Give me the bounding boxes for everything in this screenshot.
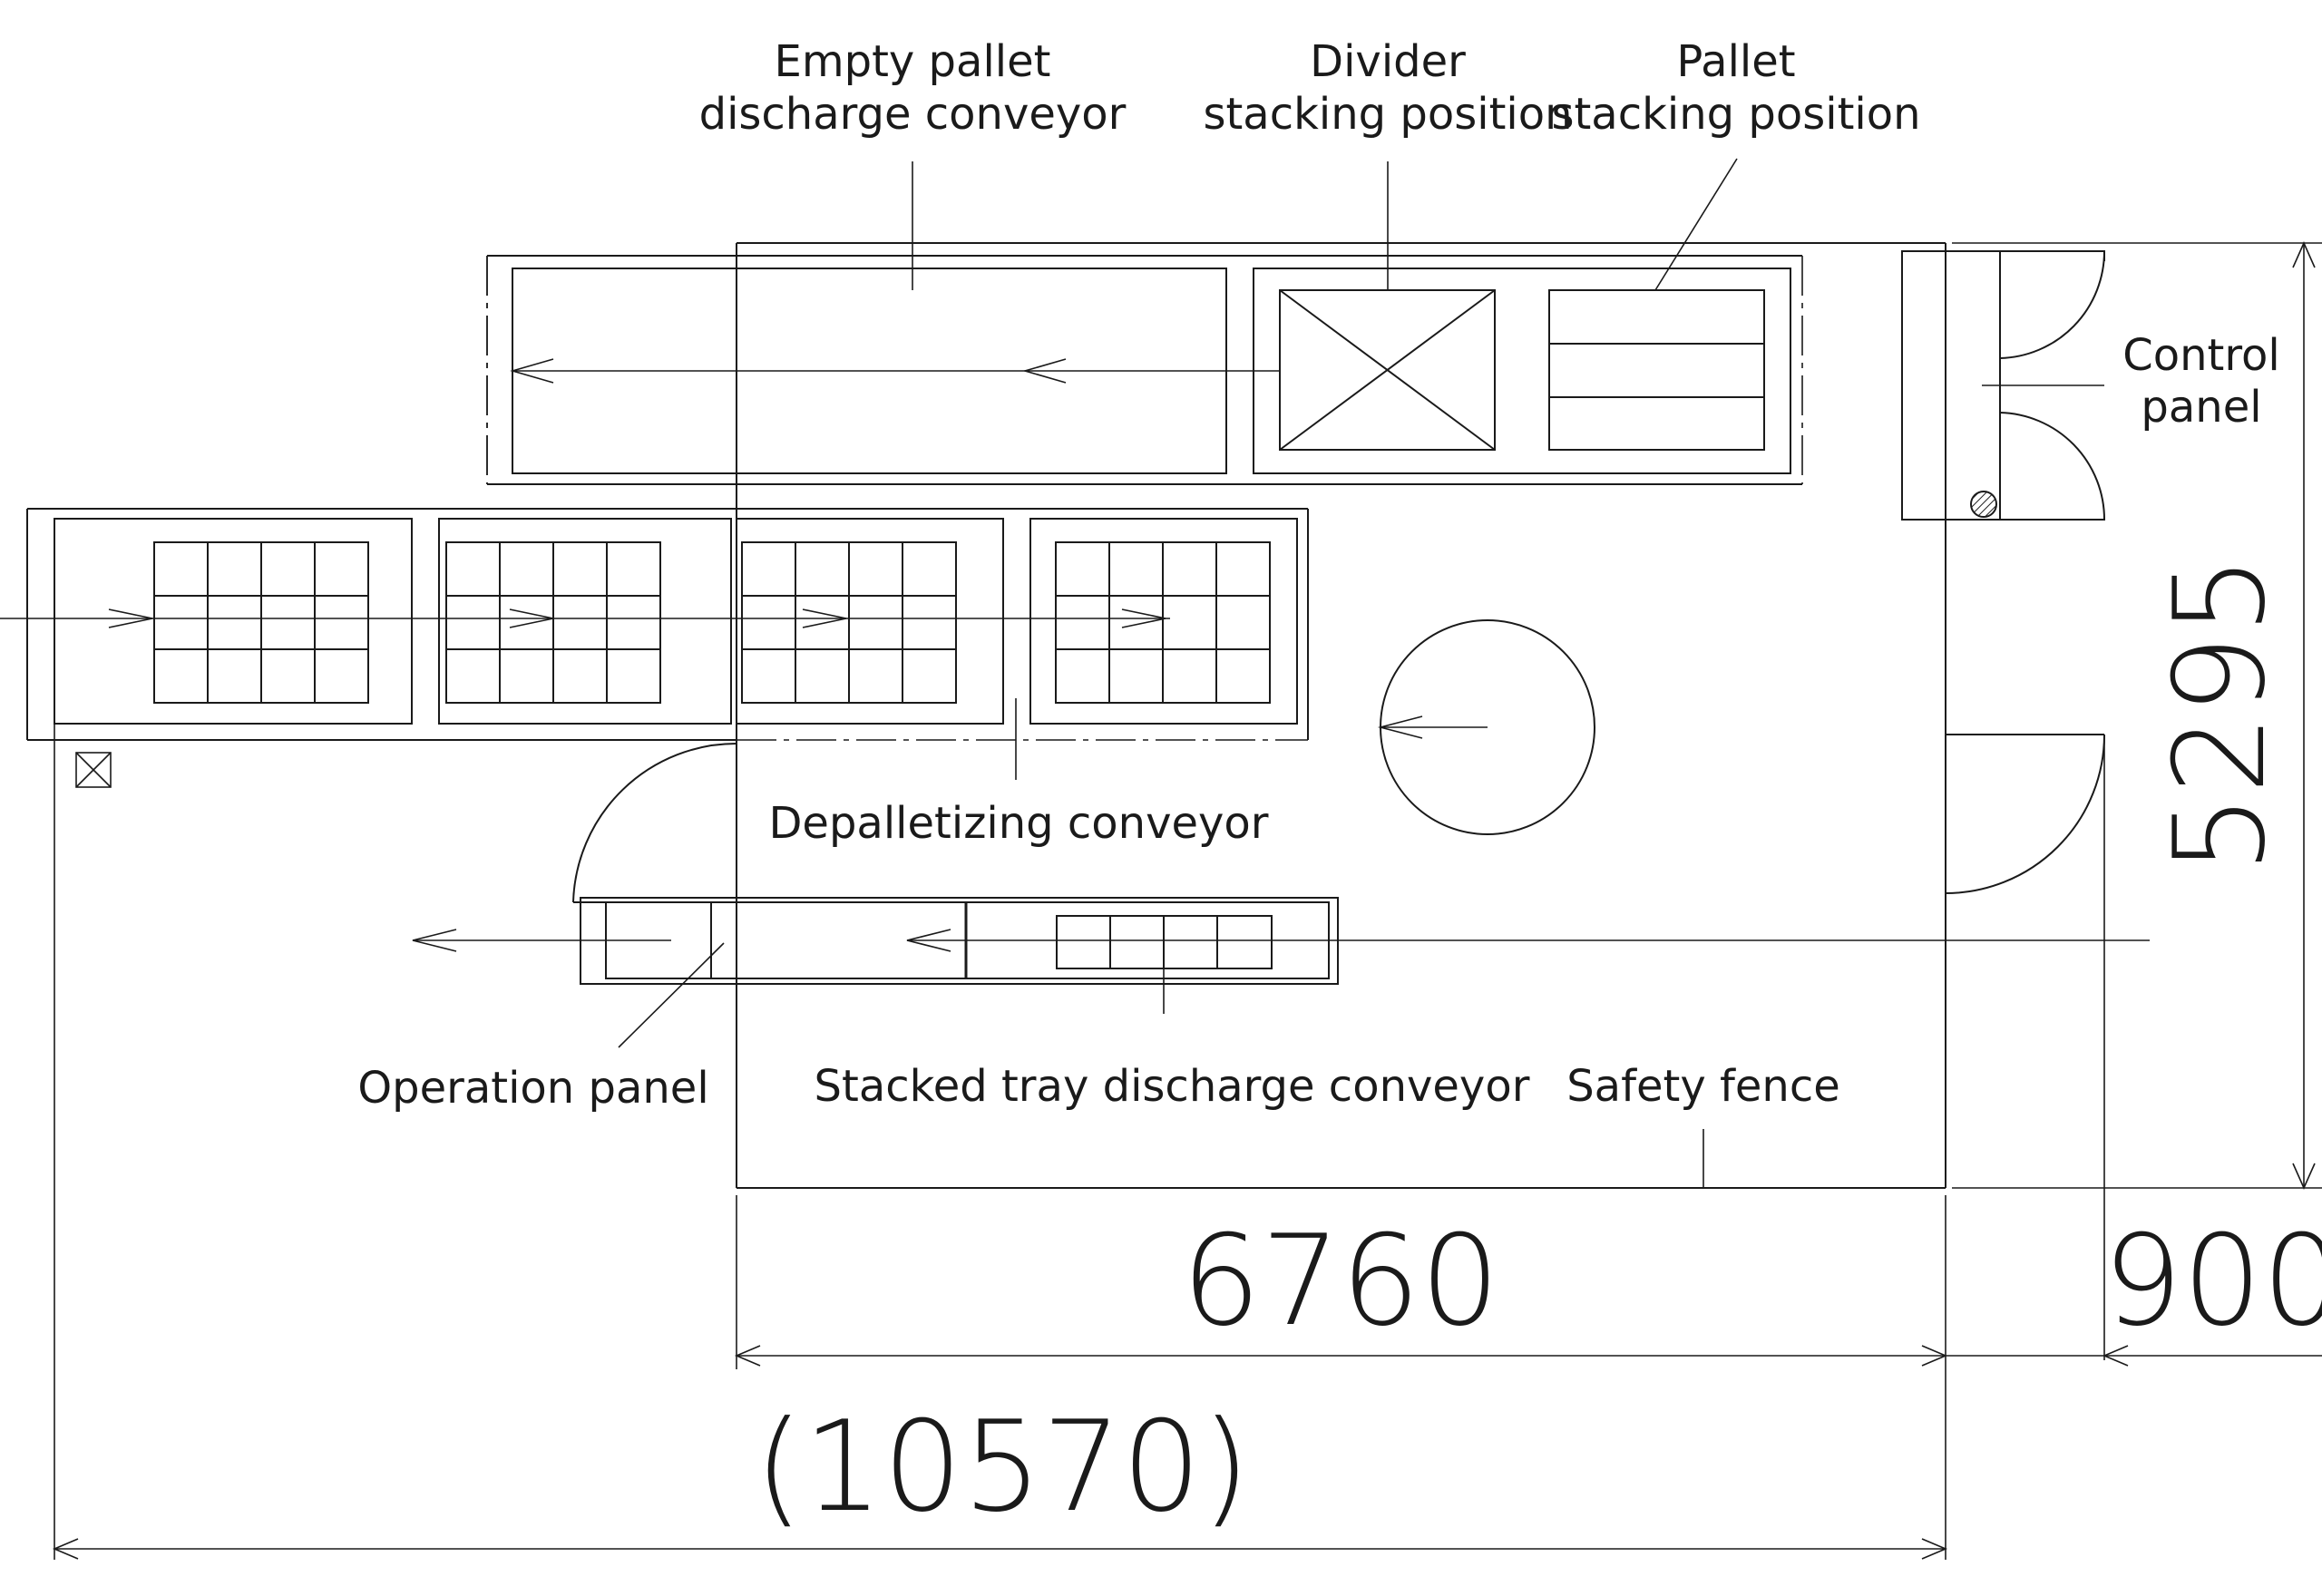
entrance-door-right bbox=[1945, 734, 2105, 1360]
tray-grids bbox=[153, 541, 1271, 704]
pallet-label-line1: Pallet bbox=[1676, 36, 1795, 87]
control-panel bbox=[1901, 250, 2106, 521]
safety-fence-label: Safety fence bbox=[1566, 1061, 1840, 1112]
dimension-height-value: 5295 bbox=[2147, 555, 2293, 873]
depalletizing-flow-arrow bbox=[0, 608, 1170, 628]
leader-lines bbox=[618, 158, 1738, 1188]
pallet-label-line2: stacking position bbox=[1551, 89, 1920, 140]
safety-fence bbox=[736, 242, 1946, 1189]
depalletizing-conveyor-label: Depalletizing conveyor bbox=[768, 798, 1268, 849]
dimension-height bbox=[1952, 241, 2322, 1190]
divider-label-line1: Divider bbox=[1310, 36, 1466, 87]
control-panel-label-line2: panel bbox=[2141, 382, 2261, 433]
pallet-stacking-position bbox=[1548, 289, 1765, 451]
empty-pallet-label-line2: discharge conveyor bbox=[699, 89, 1127, 140]
dimension-fence-width bbox=[734, 1195, 2322, 1560]
divider-stacking-position bbox=[1279, 289, 1496, 451]
sensor-box-icon bbox=[75, 752, 112, 788]
operation-panel-label: Operation panel bbox=[357, 1063, 708, 1114]
divider-label-line2: stacking position bbox=[1203, 89, 1572, 140]
entrance-door-left bbox=[572, 743, 737, 903]
stacked-tray-flow-arrow bbox=[412, 929, 2150, 952]
empty-pallet-label-line1: Empty pallet bbox=[775, 36, 1051, 87]
stacked-tray-label: Stacked tray discharge conveyor bbox=[815, 1061, 1530, 1112]
dimension-fence-width-value: 6760 bbox=[1181, 1208, 1499, 1354]
robot-turntable bbox=[1377, 619, 1595, 835]
dimension-overall-length bbox=[52, 1538, 1948, 1560]
dimension-overall-length-value: (10570) bbox=[755, 1394, 1251, 1540]
control-panel-label-line1: Control bbox=[2122, 330, 2280, 381]
dimension-side-clearance-value: 900 bbox=[2102, 1208, 2322, 1354]
depalletizing-conveyor bbox=[26, 508, 1309, 741]
empty-pallet-flow-arrow bbox=[510, 358, 1280, 384]
